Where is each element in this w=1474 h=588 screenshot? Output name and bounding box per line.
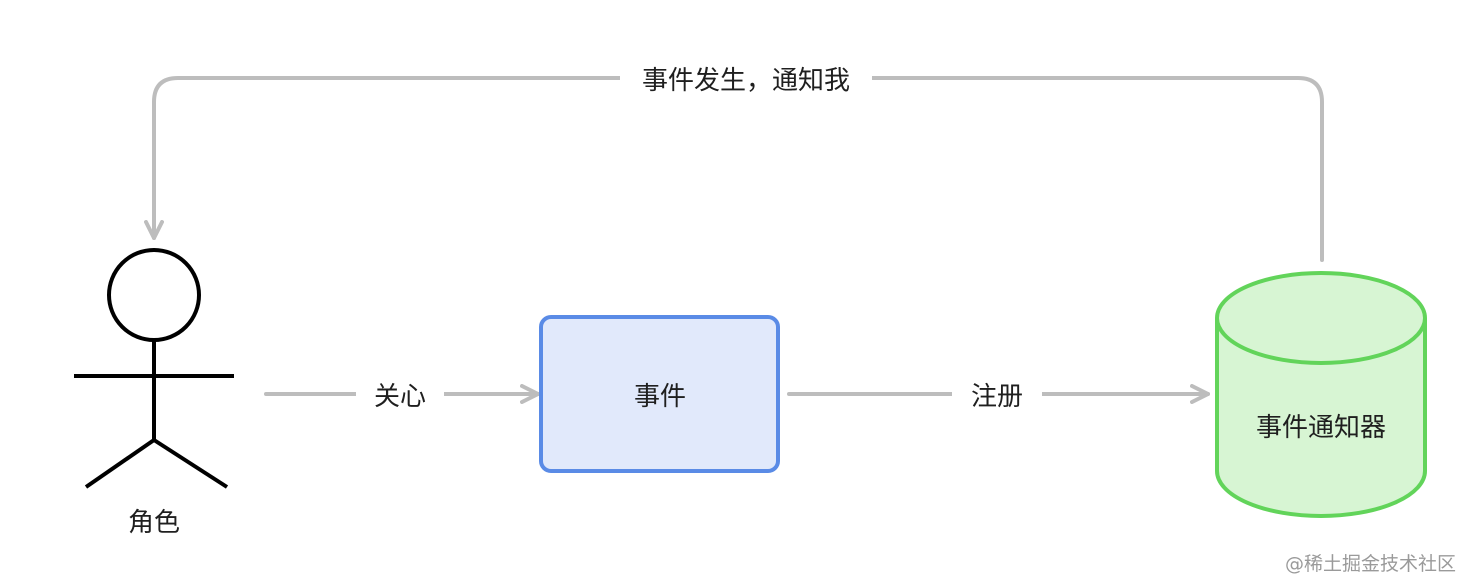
edge-care-label: 关心 xyxy=(374,382,426,412)
event-label: 事件 xyxy=(634,382,686,412)
edge-register: 注册 xyxy=(787,374,1210,416)
edge-notify: 事件发生，通知我 xyxy=(144,58,1324,262)
actor-head-icon xyxy=(107,248,201,342)
watermark: @稀土掘金技术社区 xyxy=(1285,553,1456,575)
notifier-node[interactable]: 事件通知器 xyxy=(1215,271,1427,518)
edge-notify-label: 事件发生，通知我 xyxy=(642,66,850,96)
edge-register-label-bg xyxy=(952,374,1042,416)
edge-register-label: 注册 xyxy=(971,382,1023,412)
actor-left-leg-icon xyxy=(84,438,156,489)
edge-notify-label-bg xyxy=(620,58,872,100)
actor-right-leg-icon xyxy=(152,438,229,489)
event-box xyxy=(539,315,780,473)
actor-label: 角色 xyxy=(128,508,180,538)
notifier-cylinder-body xyxy=(1215,318,1427,518)
notifier-cylinder-top xyxy=(1215,271,1427,365)
notifier-label: 事件通知器 xyxy=(1256,413,1386,443)
event-node[interactable]: 事件 xyxy=(539,315,780,473)
edge-care: 关心 xyxy=(264,374,540,416)
actor-node[interactable]: 角色 xyxy=(74,248,234,538)
edge-notify-line xyxy=(144,76,1324,262)
edge-care-label-bg xyxy=(356,374,444,416)
